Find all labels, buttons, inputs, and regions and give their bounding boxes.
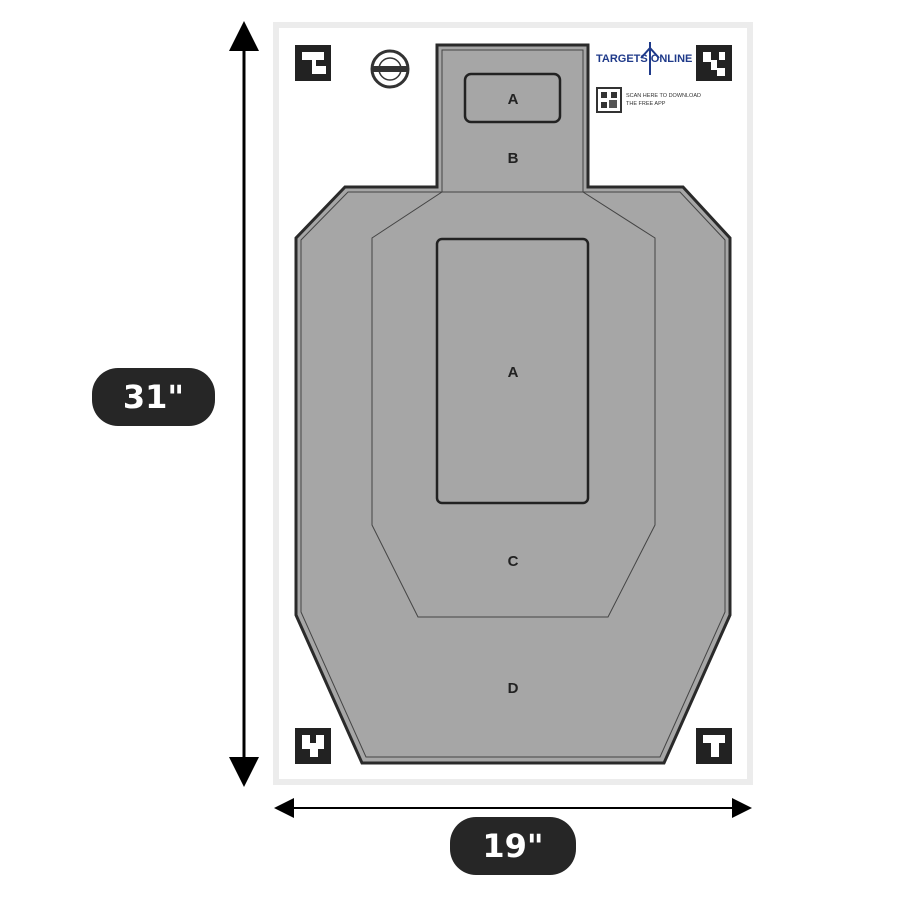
silhouette-outline [294, 43, 732, 765]
marker-bottom-left [295, 728, 331, 764]
zone-label-d: D [508, 680, 519, 697]
zone-a-head [463, 72, 562, 124]
marker-top-right [696, 45, 732, 81]
zone-label-head-b: B [508, 150, 519, 167]
marker-bottom-right [696, 728, 732, 764]
brand-name: TARGETS ONLINE [596, 53, 692, 65]
scan-text-2: THE FREE APP [626, 101, 666, 107]
zone-label-head-a: A [508, 91, 519, 108]
zone-a-body [435, 237, 590, 505]
zone-label-c: C [508, 553, 519, 570]
qr-code [596, 87, 622, 113]
zone-c-outline [371, 191, 656, 618]
marker-top-left [295, 45, 331, 81]
scan-text-1: SCAN HERE TO DOWNLOAD [626, 93, 701, 99]
height-label: 31" [92, 368, 215, 426]
seal-logo [370, 49, 410, 89]
width-label: 19" [450, 817, 576, 875]
zone-label-body-a: A [508, 364, 519, 381]
brand-logo-mark [640, 42, 660, 75]
